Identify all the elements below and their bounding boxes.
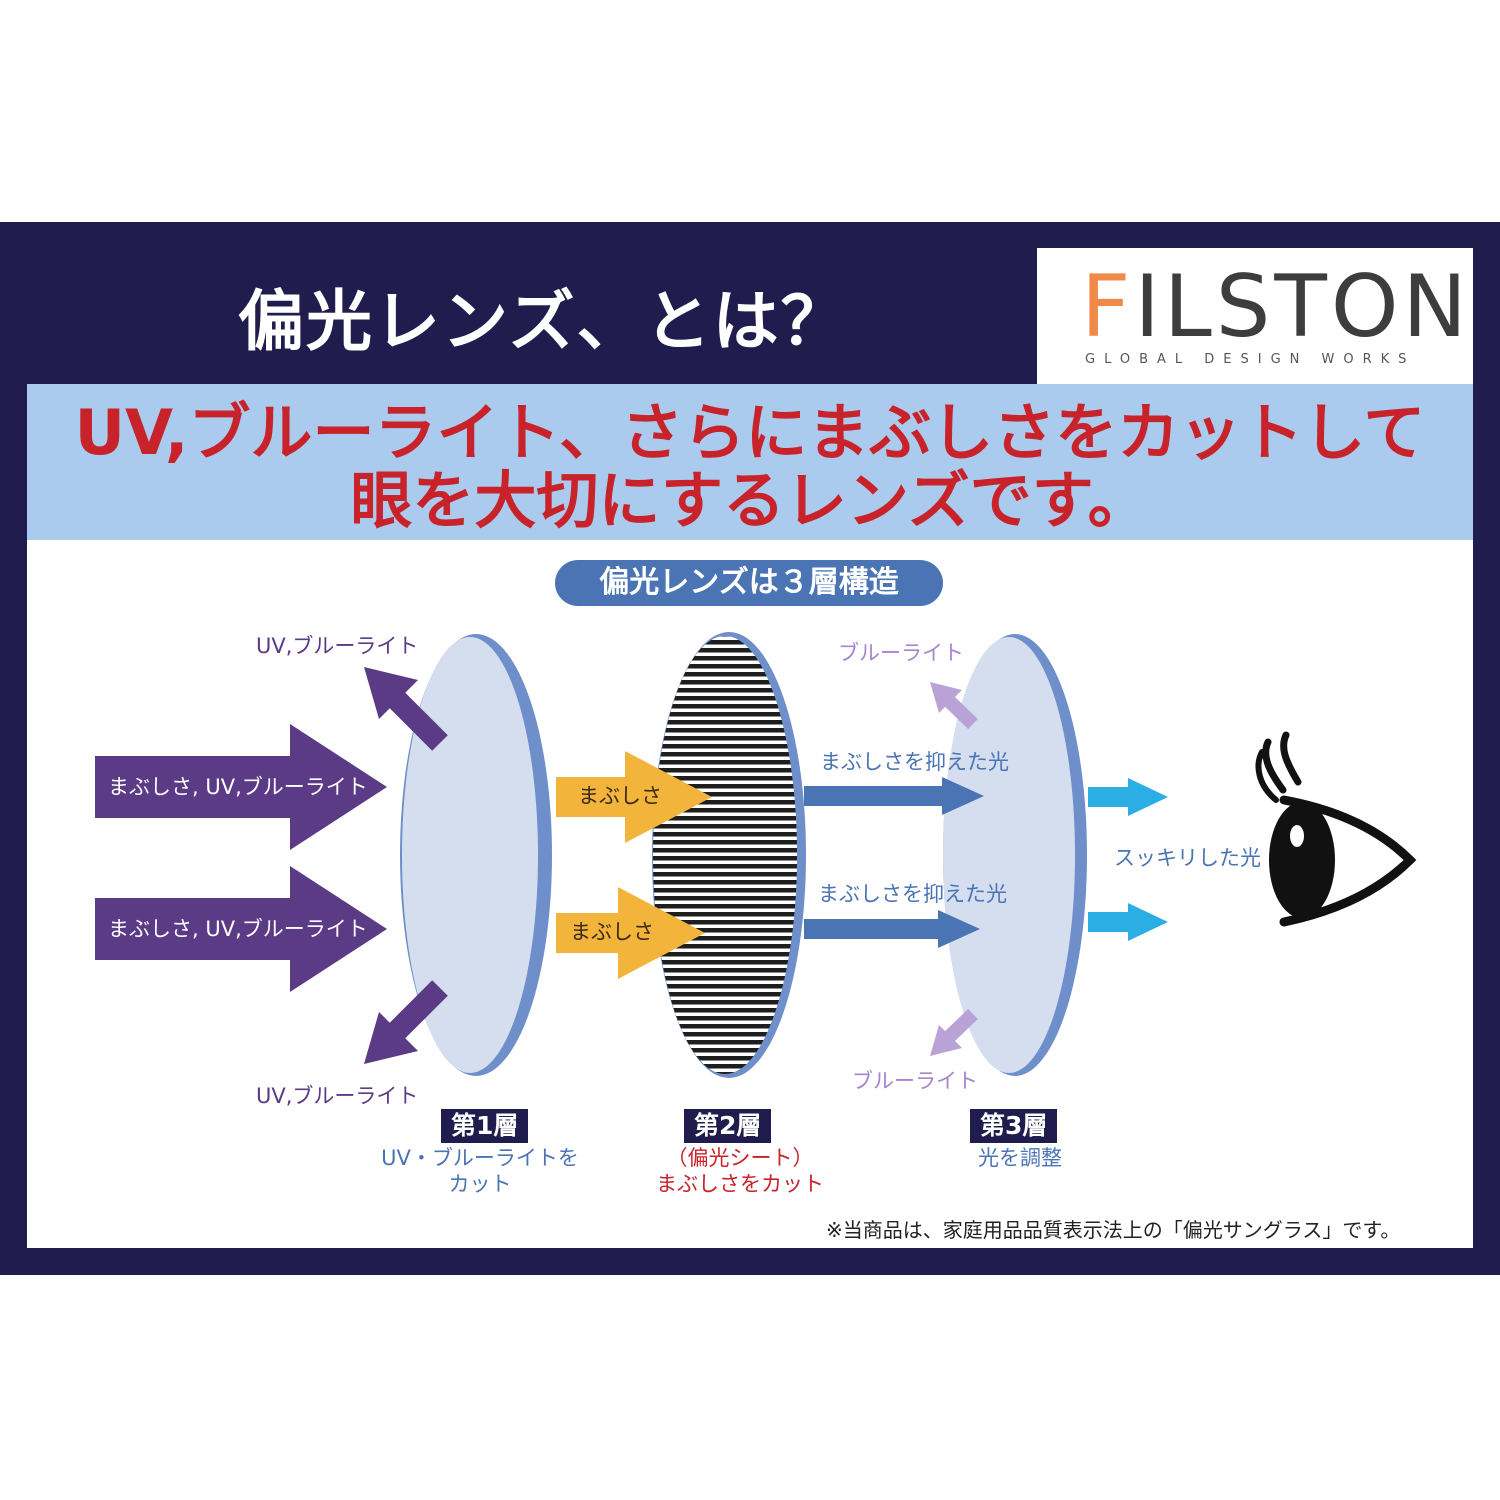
layer3-desc-1: 光を調整	[978, 1146, 1062, 1170]
layer3-lens	[943, 634, 1087, 1076]
bluelight-reflect-up	[930, 682, 978, 730]
structure-label: 偏光レンズは３層構造	[555, 560, 943, 606]
reflect-label-top: UV,ブルーライト	[256, 634, 419, 658]
glare-arrow-1	[556, 751, 712, 843]
footnote: ※当商品は、家庭用品品質表示法上の「偏光サングラス」です。	[826, 1218, 1401, 1242]
headline-line-2: 眼を大切にするレンズです。	[350, 464, 1150, 537]
layer1-desc-1: UV・ブルーライトを	[381, 1146, 579, 1170]
logo-wordmark: FILSTON	[1081, 264, 1471, 350]
layer3-badge: 第3層	[970, 1109, 1058, 1143]
reflect-label-bottom: UV,ブルーライト	[256, 1084, 419, 1108]
glare-label-2: まぶしさ	[570, 920, 654, 944]
layer2-badge: 第2層	[684, 1109, 772, 1143]
clear-light-arrow-1	[1088, 778, 1168, 816]
logo-initial: F	[1081, 257, 1135, 357]
incoming-label-2: まぶしさ, UV,ブルーライト	[108, 917, 368, 941]
layer2-desc-2: まぶしさをカット	[656, 1172, 824, 1196]
reflect-arrow-up	[364, 667, 448, 751]
reduced-light-arrow-2	[804, 910, 980, 948]
bluelight-label-top: ブルーライト	[838, 641, 964, 665]
headline-banner: UV,ブルーライト、さらにまぶしさをカットして 眼を大切にするレンズです。	[27, 384, 1473, 540]
incoming-label-1: まぶしさ, UV,ブルーライト	[108, 775, 368, 799]
incoming-arrow-2	[95, 866, 387, 992]
layer2-lens	[652, 632, 806, 1078]
bluelight-reflect-down	[930, 1008, 978, 1056]
layer1-badge: 第1層	[441, 1109, 529, 1143]
eye-icon	[1255, 731, 1417, 927]
glare-arrow-2	[556, 887, 705, 979]
headline-line-1: UV,ブルーライト、さらにまぶしさをカットして	[74, 396, 1426, 469]
logo-tagline: GLOBAL DESIGN WORKS	[1085, 352, 1416, 367]
reduced-light-arrow-1	[804, 777, 984, 815]
bluelight-label-bottom: ブルーライト	[852, 1069, 978, 1093]
reflect-arrow-down	[364, 980, 448, 1064]
incoming-arrow-1	[95, 724, 387, 850]
brand-logo: FILSTON GLOBAL DESIGN WORKS	[1037, 248, 1473, 388]
logo-rest: ILSTON	[1134, 257, 1471, 357]
page-title: 偏光レンズ、とは？	[238, 283, 849, 360]
layer1-desc-2: カット	[448, 1172, 512, 1196]
clear-light-arrow-2	[1088, 903, 1168, 941]
reduced-light-label-1: まぶしさを抑えた光	[820, 750, 1009, 774]
layer2-desc-1: （偏光シート）	[666, 1146, 814, 1170]
clear-light-label: スッキリした光	[1114, 846, 1261, 870]
reduced-light-label-2: まぶしさを抑えた光	[818, 882, 1007, 906]
glare-label-1: まぶしさ	[578, 784, 662, 808]
